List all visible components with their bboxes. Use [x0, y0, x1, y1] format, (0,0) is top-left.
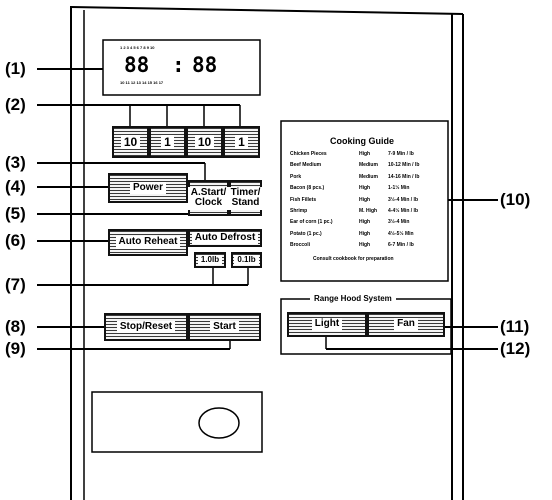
- weight-0-1lb-label: 0.1lb: [234, 254, 259, 266]
- a-start-clock-label: A.Start/Clock: [187, 186, 230, 210]
- callout-6: (6): [5, 231, 26, 250]
- guide-food: Bacon (8 pcs.): [290, 185, 325, 192]
- keypad-key-10-a[interactable]: 10: [112, 126, 149, 158]
- keypad-key-1-b[interactable]: 1: [223, 126, 260, 158]
- display-frame: [102, 39, 261, 96]
- guide-footer: Consult cookbook for preparation: [313, 256, 394, 262]
- guide-food: Fish Fillets: [290, 196, 317, 203]
- callout-9: (9): [5, 339, 26, 358]
- weight-1-0lb-button[interactable]: 1.0lb: [194, 252, 226, 268]
- guide-power: Medium: [359, 173, 378, 180]
- keypad-label: 1: [161, 134, 174, 150]
- a-start-clock-button[interactable]: A.Start/Clock: [187, 180, 230, 216]
- keypad-label: 1: [235, 134, 248, 150]
- hood-fan-label: Fan: [394, 318, 418, 331]
- guide-power: High: [359, 219, 371, 226]
- guide-power: High: [359, 185, 371, 192]
- start-button[interactable]: Start: [188, 313, 261, 341]
- display-colon: :: [172, 53, 185, 77]
- guide-power: High: [359, 242, 371, 249]
- weight-0-1lb-button[interactable]: 0.1lb: [231, 252, 262, 268]
- guide-power: High: [359, 151, 371, 157]
- guide-food: Pork: [290, 173, 302, 180]
- handle-oval: [198, 407, 240, 439]
- keypad-label: 10: [120, 134, 141, 150]
- timer-stand-label: Timer/Stand: [227, 186, 264, 210]
- callout-3: (3): [5, 153, 26, 172]
- stop-reset-label: Stop/Reset: [116, 320, 176, 334]
- guide-time: 7-9 Min / lb: [388, 151, 414, 157]
- timer-stand-button[interactable]: Timer/Stand: [227, 180, 264, 216]
- guide-power: High: [359, 196, 371, 203]
- guide-time: 4-4½ Min / lb: [388, 208, 419, 214]
- display-bottom-indicators: 10 11 12 13 14 15 16 17: [120, 80, 164, 85]
- callout-4: (4): [5, 177, 26, 196]
- power-button[interactable]: Power: [108, 173, 188, 203]
- callout-12: (12): [500, 339, 531, 358]
- callout-8: (8): [5, 317, 26, 336]
- keypad-label: 10: [194, 134, 215, 150]
- guide-title: Cooking Guide: [330, 136, 394, 146]
- guide-power: High: [359, 230, 371, 237]
- callout-5: (5): [5, 204, 26, 223]
- guide-food: Beef Medium: [290, 162, 322, 169]
- display-digits-right: 88: [192, 53, 218, 77]
- guide-time: 10-12 Min / lb: [388, 162, 420, 169]
- display-top-indicators: 1 2 3 4 5 6 7 8 9 10: [120, 45, 155, 50]
- guide-food: Ear of corn (1 pc.): [290, 219, 333, 226]
- guide-time: 3½-4 Min / lb: [388, 196, 419, 203]
- panel-top-edge: [70, 6, 464, 15]
- callout-10: (10): [500, 190, 531, 209]
- guide-time: 4½-5½ Min: [388, 230, 414, 237]
- guide-frame: [280, 120, 449, 282]
- auto-reheat-label: Auto Reheat: [115, 236, 181, 249]
- guide-food: Chicken Pieces: [290, 151, 327, 157]
- keypad-key-1-a[interactable]: 1: [149, 126, 186, 158]
- range-hood-title: Range Hood System: [310, 294, 396, 303]
- guide-food: Potato (1 pc.): [290, 230, 322, 237]
- auto-defrost-label: Auto Defrost: [191, 231, 259, 245]
- stop-reset-button[interactable]: Stop/Reset: [104, 313, 188, 341]
- guide-food: Shrimp: [290, 208, 308, 214]
- weight-1-0lb-label: 1.0lb: [197, 254, 223, 266]
- display-digits-left: 88: [124, 53, 150, 77]
- guide-time: 3½-4 Min: [388, 219, 410, 226]
- power-button-label: Power: [129, 181, 166, 195]
- callout-11: (11): [500, 317, 530, 336]
- guide-time: 6-7 Min / lb: [388, 242, 414, 249]
- hood-light-button[interactable]: Light: [287, 312, 367, 337]
- start-label: Start: [210, 320, 239, 334]
- callout-2: (2): [5, 95, 26, 114]
- auto-defrost-button[interactable]: Auto Defrost: [188, 229, 262, 247]
- callout-7: (7): [5, 275, 26, 294]
- guide-food: Broccoli: [290, 242, 311, 249]
- hood-light-label: Light: [311, 318, 343, 331]
- keypad-key-10-b[interactable]: 10: [186, 126, 223, 158]
- guide-time: 14-16 Min / lb: [388, 173, 420, 180]
- hood-fan-button[interactable]: Fan: [367, 312, 445, 337]
- auto-reheat-button[interactable]: Auto Reheat: [108, 229, 188, 256]
- guide-power: Medium: [359, 162, 378, 169]
- guide-time: 1-1½ Min: [388, 185, 410, 192]
- callout-1: (1): [5, 59, 26, 78]
- guide-power: M. High: [359, 208, 378, 214]
